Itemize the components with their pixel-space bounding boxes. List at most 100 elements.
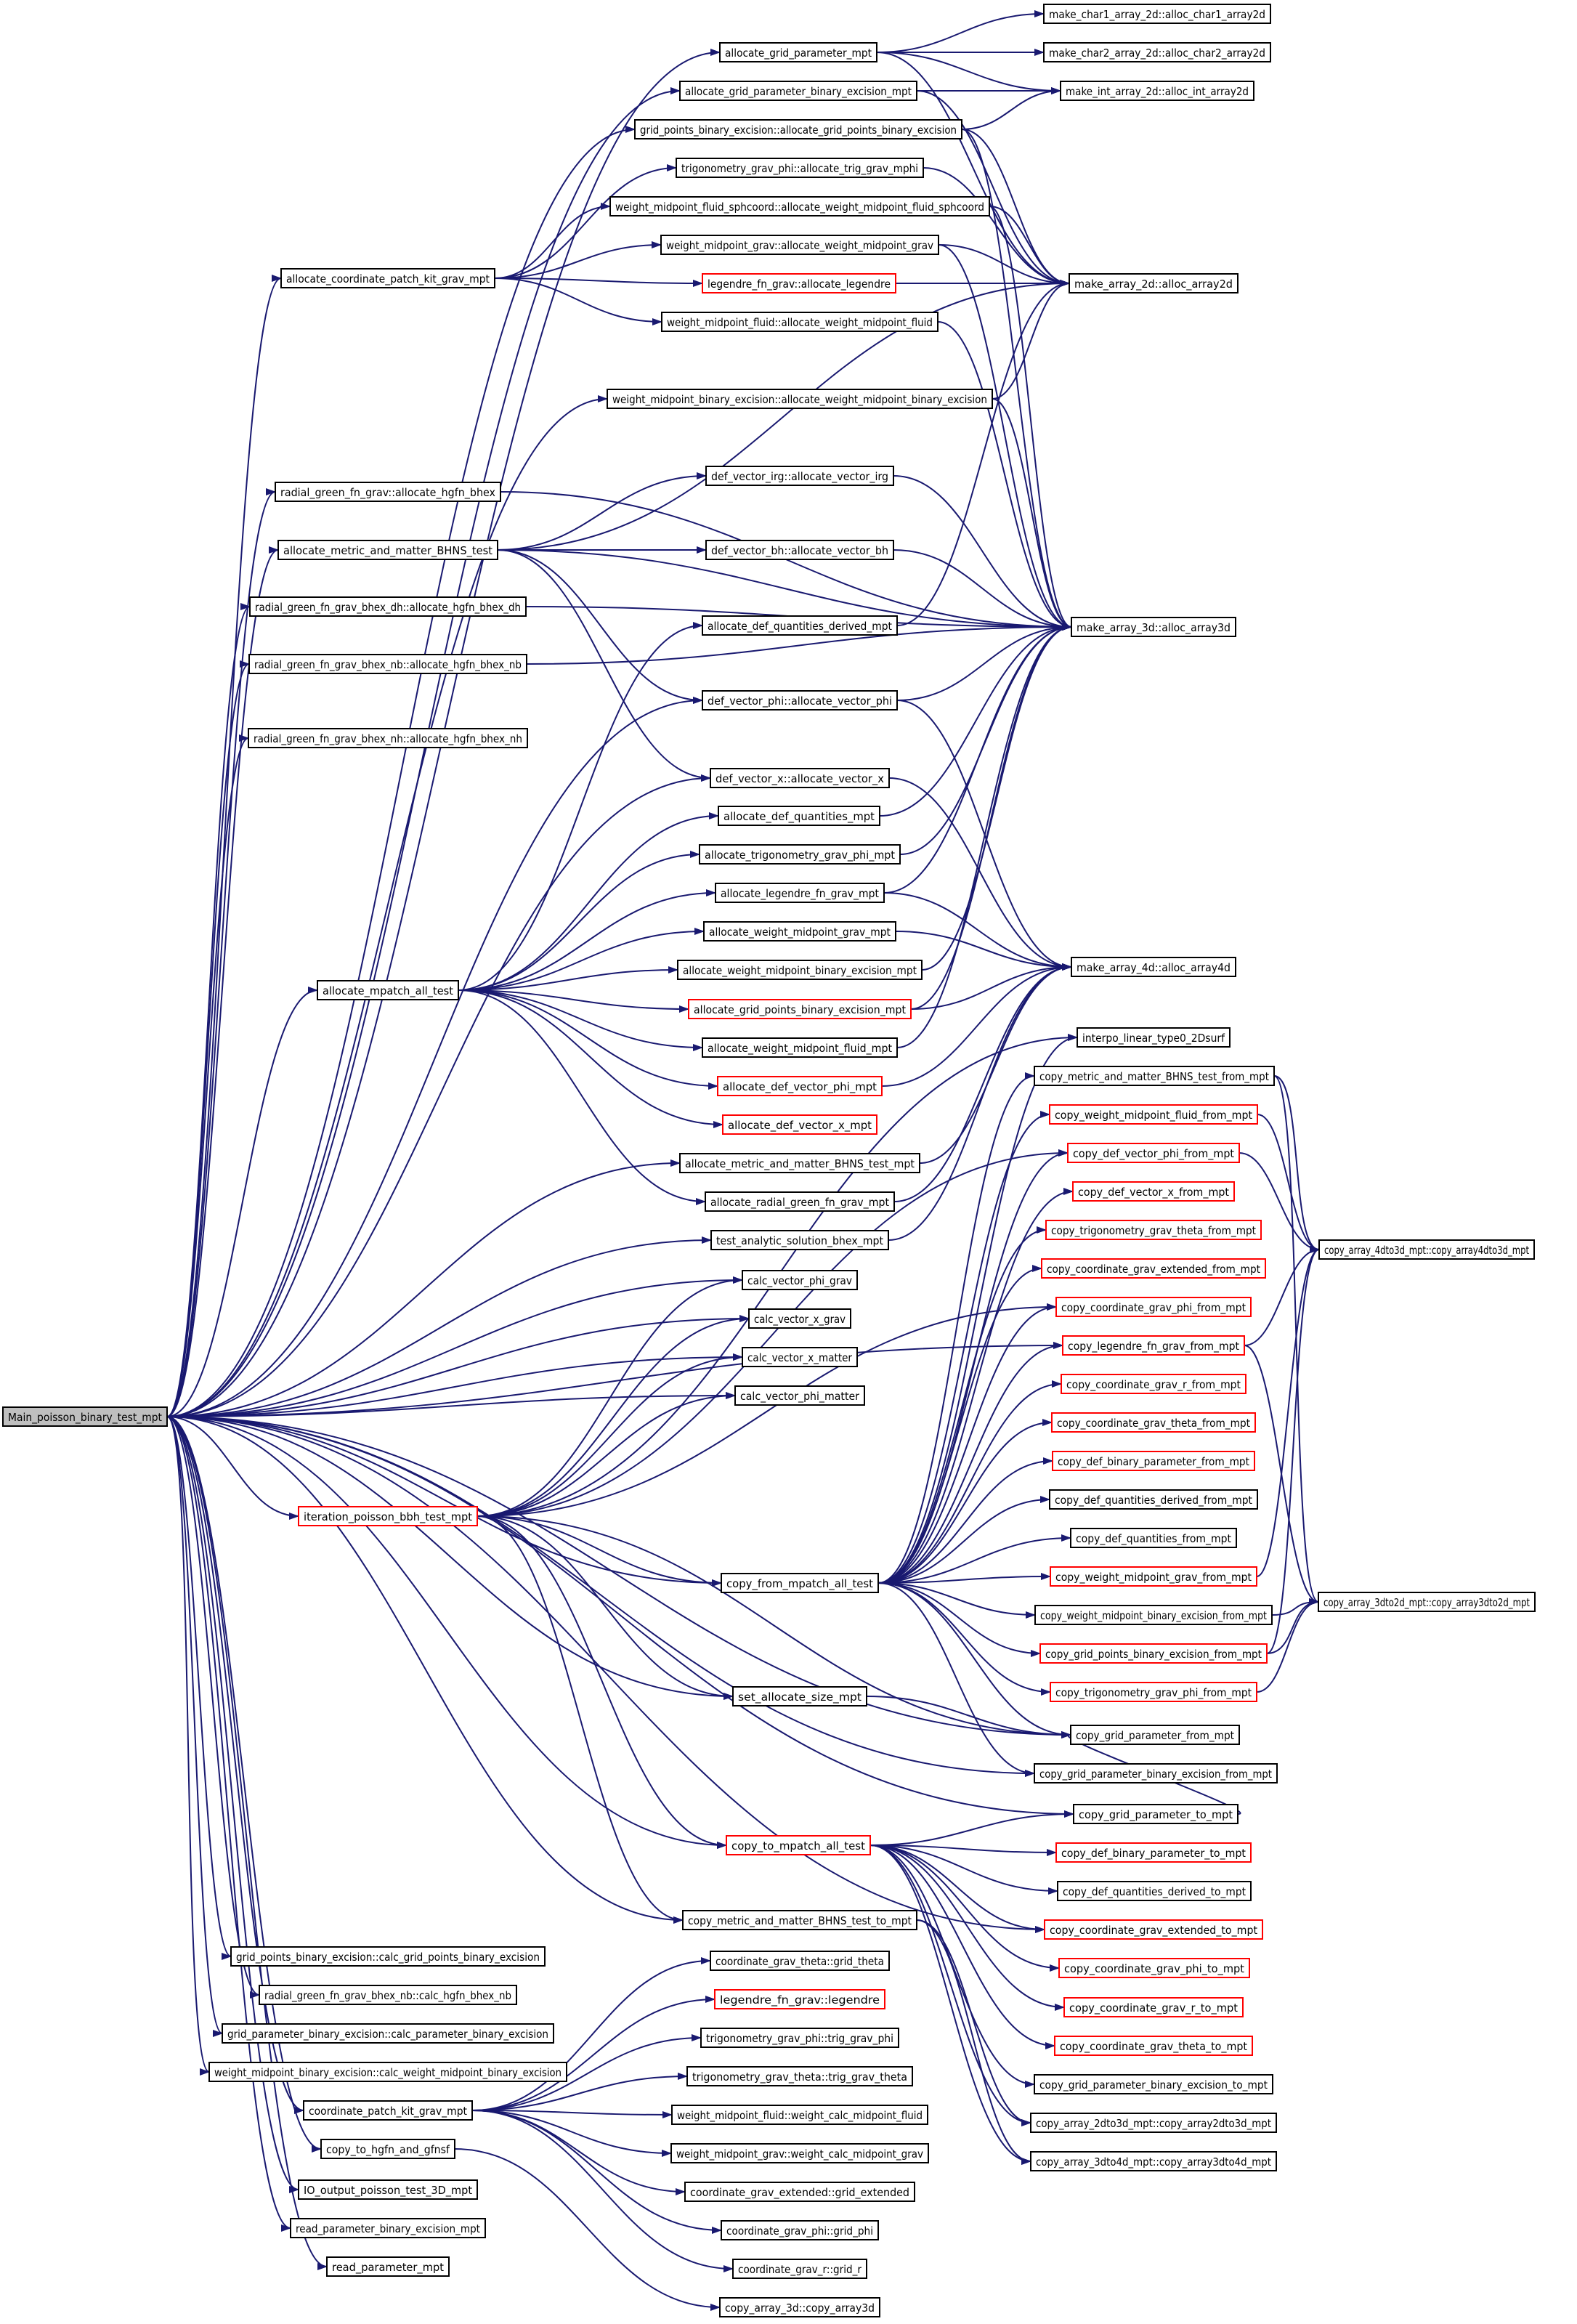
node-read-parameter-binary-excision-mpt[interactable]: read_parameter_binary_excision_mpt [290,2218,486,2238]
node-make-char2-array-2d-alloc-char2-array2d[interactable]: make_char2_array_2d::alloc_char2_array2d [1043,42,1271,62]
node-copy-array-3d-copy-array3d[interactable]: copy_array_3d::copy_array3d [719,2297,880,2317]
node-def-vector-x-allocate-vector-x[interactable]: def_vector_x::allocate_vector_x [710,768,890,788]
node-copy-to-mpatch-all-test[interactable]: copy_to_mpatch_all_test [726,1835,871,1855]
node-allocate-def-vector-x-mpt[interactable]: allocate_def_vector_x_mpt [722,1114,877,1135]
node-radial-green-fn-grav-bhex-nb-allocate-hgfn-bhex-nb[interactable]: radial_green_fn_grav_bhex_nb::allocate_h… [248,654,527,674]
node-copy-weight-midpoint-fluid-from-mpt[interactable]: copy_weight_midpoint_fluid_from_mpt [1049,1104,1258,1125]
node-make-int-array-2d-alloc-int-array2d[interactable]: make_int_array_2d::alloc_int_array2d [1060,81,1254,101]
node-copy-def-binary-parameter-from-mpt[interactable]: copy_def_binary_parameter_from_mpt [1052,1451,1255,1471]
node-weight-midpoint-grav-allocate-weight-midpoint-grav[interactable]: weight_midpoint_grav::allocate_weight_mi… [660,235,939,255]
node-coordinate-grav-phi-grid-phi[interactable]: coordinate_grav_phi::grid_phi [721,2220,879,2240]
node-allocate-weight-midpoint-fluid-mpt[interactable]: allocate_weight_midpoint_fluid_mpt [702,1037,898,1058]
node-copy-def-quantities-derived-from-mpt[interactable]: copy_def_quantities_derived_from_mpt [1049,1489,1258,1510]
node-radial-green-fn-grav-allocate-hgfn-bhex[interactable]: radial_green_fn_grav::allocate_hgfn_bhex [275,482,501,502]
node-copy-grid-parameter-from-mpt[interactable]: copy_grid_parameter_from_mpt [1070,1725,1240,1745]
node-copy-metric-and-matter-bhns-test-to-mpt[interactable]: copy_metric_and_matter_BHNS_test_to_mpt [682,1910,917,1930]
node-iteration-poisson-bbh-test-mpt[interactable]: iteration_poisson_bbh_test_mpt [298,1506,478,1526]
node-coordinate-grav-r-grid-r[interactable]: coordinate_grav_r::grid_r [732,2259,867,2279]
node-allocate-metric-and-matter-bhns-test[interactable]: allocate_metric_and_matter_BHNS_test [277,540,498,560]
node-calc-vector-x-matter[interactable]: calc_vector_x_matter [742,1347,858,1367]
node-trigonometry-grav-phi-trig-grav-phi[interactable]: trigonometry_grav_phi::trig_grav_phi [700,2028,899,2048]
node-copy-array-4dto3d-mpt-copy-array4dto3d-mpt[interactable]: copy_array_4dto3d_mpt::copy_array4dto3d_… [1318,1239,1535,1260]
node-calc-vector-x-grav[interactable]: calc_vector_x_grav [748,1308,851,1329]
node-make-array-2d-alloc-array2d[interactable]: make_array_2d::alloc_array2d [1069,273,1239,293]
node-interpo-linear-type0-2dsurf[interactable]: interpo_linear_type0_2Dsurf [1077,1027,1231,1048]
node-coordinate-patch-kit-grav-mpt[interactable]: coordinate_patch_kit_grav_mpt [303,2100,473,2121]
node-coordinate-grav-theta-grid-theta[interactable]: coordinate_grav_theta::grid_theta [710,1951,890,1971]
node-weight-midpoint-binary-excision-allocate-weight-midpoint-binary-excision[interactable]: weight_midpoint_binary_excision::allocat… [607,389,993,409]
node-copy-def-binary-parameter-to-mpt[interactable]: copy_def_binary_parameter_to_mpt [1055,1842,1252,1863]
node-copy-coordinate-grav-r-from-mpt[interactable]: copy_coordinate_grav_r_from_mpt [1061,1374,1246,1394]
node-copy-trigonometry-grav-phi-from-mpt[interactable]: copy_trigonometry_grav_phi_from_mpt [1050,1682,1257,1702]
node-test-analytic-solution-bhex-mpt[interactable]: test_analytic_solution_bhex_mpt [710,1230,889,1250]
node-weight-midpoint-binary-excision-calc-weight-midpoint-binary-excision[interactable]: weight_midpoint_binary_excision::calc_we… [208,2062,567,2082]
node-copy-grid-parameter-binary-excision-to-mpt[interactable]: copy_grid_parameter_binary_excision_to_m… [1034,2074,1273,2094]
node-copy-to-hgfn-and-gfnsf[interactable]: copy_to_hgfn_and_gfnsf [320,2139,455,2159]
node-def-vector-irg-allocate-vector-irg[interactable]: def_vector_irg::allocate_vector_irg [705,466,894,486]
node-copy-grid-parameter-to-mpt[interactable]: copy_grid_parameter_to_mpt [1073,1804,1239,1824]
node-legendre-fn-grav-legendre[interactable]: legendre_fn_grav::legendre [714,1989,885,2009]
node-copy-metric-and-matter-bhns-test-from-mpt[interactable]: copy_metric_and_matter_BHNS_test_from_mp… [1034,1066,1275,1086]
node-allocate-def-quantities-mpt[interactable]: allocate_def_quantities_mpt [718,806,880,826]
node-copy-def-quantities-derived-to-mpt[interactable]: copy_def_quantities_derived_to_mpt [1057,1881,1252,1901]
node-copy-coordinate-grav-phi-to-mpt[interactable]: copy_coordinate_grav_phi_to_mpt [1058,1958,1250,1978]
node-copy-array-3dto2d-mpt-copy-array3dto2d-mpt[interactable]: copy_array_3dto2d_mpt::copy_array3dto2d_… [1318,1592,1536,1612]
node-calc-vector-phi-grav[interactable]: calc_vector_phi_grav [742,1270,858,1290]
node-copy-from-mpatch-all-test[interactable]: copy_from_mpatch_all_test [721,1573,879,1593]
node-copy-grid-points-binary-excision-from-mpt[interactable]: copy_grid_points_binary_excision_from_mp… [1039,1643,1268,1664]
node-allocate-grid-parameter-binary-excision-mpt[interactable]: allocate_grid_parameter_binary_excision_… [679,81,917,101]
node-radial-green-fn-grav-bhex-nh-allocate-hgfn-bhex-nh[interactable]: radial_green_fn_grav_bhex_nh::allocate_h… [248,728,528,748]
node-grid-points-binary-excision-allocate-grid-points-binary-excision[interactable]: grid_points_binary_excision::allocate_gr… [634,119,962,139]
node-make-array-4d-alloc-array4d[interactable]: make_array_4d::alloc_array4d [1071,957,1236,977]
node-copy-legendre-fn-grav-from-mpt[interactable]: copy_legendre_fn_grav_from_mpt [1062,1335,1245,1356]
node-allocate-metric-and-matter-bhns-test-mpt[interactable]: allocate_metric_and_matter_BHNS_test_mpt [679,1153,920,1173]
node-copy-array-2dto3d-mpt-copy-array2dto3d-mpt[interactable]: copy_array_2dto3d_mpt::copy_array2dto3d_… [1030,2113,1277,2133]
node-radial-green-fn-grav-bhex-dh-allocate-hgfn-bhex-dh[interactable]: radial_green_fn_grav_bhex_dh::allocate_h… [249,596,527,617]
node-legendre-fn-grav-allocate-legendre[interactable]: legendre_fn_grav::allocate_legendre [702,273,896,293]
node-calc-vector-phi-matter[interactable]: calc_vector_phi_matter [734,1385,865,1406]
node-allocate-def-quantities-derived-mpt[interactable]: allocate_def_quantities_derived_mpt [702,615,898,636]
node-copy-coordinate-grav-phi-from-mpt[interactable]: copy_coordinate_grav_phi_from_mpt [1055,1297,1252,1317]
node-copy-coordinate-grav-extended-from-mpt[interactable]: copy_coordinate_grav_extended_from_mpt [1041,1258,1266,1279]
node-copy-def-vector-x-from-mpt[interactable]: copy_def_vector_x_from_mpt [1072,1181,1235,1202]
node-copy-coordinate-grav-theta-to-mpt[interactable]: copy_coordinate_grav_theta_to_mpt [1054,2036,1253,2056]
node-coordinate-grav-extended-grid-extended[interactable]: coordinate_grav_extended::grid_extended [684,2182,915,2202]
node-weight-midpoint-fluid-sphcoord-allocate-weight-midpoint-fluid-sphcoord[interactable]: weight_midpoint_fluid_sphcoord::allocate… [609,196,990,216]
node-trigonometry-grav-theta-trig-grav-theta[interactable]: trigonometry_grav_theta::trig_grav_theta [686,2066,913,2086]
node-def-vector-phi-allocate-vector-phi[interactable]: def_vector_phi::allocate_vector_phi [702,690,898,710]
node-radial-green-fn-grav-bhex-nb-calc-hgfn-bhex-nb[interactable]: radial_green_fn_grav_bhex_nb::calc_hgfn_… [259,1985,517,2005]
node-io-output-poisson-test-3d-mpt[interactable]: IO_output_poisson_test_3D_mpt [298,2179,478,2200]
node-copy-coordinate-grav-extended-to-mpt[interactable]: copy_coordinate_grav_extended_to_mpt [1044,1919,1263,1940]
node-allocate-weight-midpoint-grav-mpt[interactable]: allocate_weight_midpoint_grav_mpt [703,921,896,942]
node-trigonometry-grav-phi-allocate-trig-grav-mphi[interactable]: trigonometry_grav_phi::allocate_trig_gra… [676,158,924,178]
node-make-char1-array-2d-alloc-char1-array2d[interactable]: make_char1_array_2d::alloc_char1_array2d [1043,4,1271,24]
node-allocate-grid-parameter-mpt[interactable]: allocate_grid_parameter_mpt [719,42,877,62]
node-allocate-legendre-fn-grav-mpt[interactable]: allocate_legendre_fn_grav_mpt [715,883,885,903]
node-allocate-trigonometry-grav-phi-mpt[interactable]: allocate_trigonometry_grav_phi_mpt [699,844,901,865]
node-copy-grid-parameter-binary-excision-from-mpt[interactable]: copy_grid_parameter_binary_excision_from… [1034,1763,1278,1784]
node-grid-points-binary-excision-calc-grid-points-binary-excision[interactable]: grid_points_binary_excision::calc_grid_p… [230,1946,546,1967]
node-copy-coordinate-grav-r-to-mpt[interactable]: copy_coordinate_grav_r_to_mpt [1063,1997,1244,2017]
node-set-allocate-size-mpt[interactable]: set_allocate_size_mpt [732,1686,867,1706]
node-allocate-grid-points-binary-excision-mpt[interactable]: allocate_grid_points_binary_excision_mpt [688,999,912,1019]
node-allocate-mpatch-all-test[interactable]: allocate_mpatch_all_test [317,980,459,1000]
node-weight-midpoint-grav-weight-calc-midpoint-grav[interactable]: weight_midpoint_grav::weight_calc_midpoi… [670,2143,929,2163]
node-allocate-coordinate-patch-kit-grav-mpt[interactable]: allocate_coordinate_patch_kit_grav_mpt [280,268,495,288]
node-def-vector-bh-allocate-vector-bh[interactable]: def_vector_bh::allocate_vector_bh [705,540,894,560]
node-copy-trigonometry-grav-theta-from-mpt[interactable]: copy_trigonometry_grav_theta_from_mpt [1045,1220,1262,1240]
node-copy-array-3dto4d-mpt-copy-array3dto4d-mpt[interactable]: copy_array_3dto4d_mpt::copy_array3dto4d_… [1030,2151,1277,2171]
node-copy-def-vector-phi-from-mpt[interactable]: copy_def_vector_phi_from_mpt [1067,1143,1240,1163]
node-copy-def-quantities-from-mpt[interactable]: copy_def_quantities_from_mpt [1070,1528,1237,1548]
node-copy-weight-midpoint-binary-excision-from-mpt[interactable]: copy_weight_midpoint_binary_excision_fro… [1034,1605,1273,1625]
node-allocate-radial-green-fn-grav-mpt[interactable]: allocate_radial_green_fn_grav_mpt [705,1191,895,1212]
node-grid-parameter-binary-excision-calc-parameter-binary-excision[interactable]: grid_parameter_binary_excision::calc_par… [222,2023,554,2044]
node-weight-midpoint-fluid-weight-calc-midpoint-fluid[interactable]: weight_midpoint_fluid::weight_calc_midpo… [671,2105,928,2125]
node-copy-weight-midpoint-grav-from-mpt[interactable]: copy_weight_midpoint_grav_from_mpt [1050,1566,1257,1587]
node-allocate-def-vector-phi-mpt[interactable]: allocate_def_vector_phi_mpt [717,1076,883,1096]
node-weight-midpoint-fluid-allocate-weight-midpoint-fluid[interactable]: weight_midpoint_fluid::allocate_weight_m… [661,312,939,332]
node-make-array-3d-alloc-array3d[interactable]: make_array_3d::alloc_array3d [1071,617,1236,637]
node-main-poisson-binary-test-mpt[interactable]: Main_poisson_binary_test_mpt [2,1406,168,1427]
node-copy-coordinate-grav-theta-from-mpt[interactable]: copy_coordinate_grav_theta_from_mpt [1051,1412,1256,1433]
node-read-parameter-mpt[interactable]: read_parameter_mpt [326,2256,450,2277]
node-allocate-weight-midpoint-binary-excision-mpt[interactable]: allocate_weight_midpoint_binary_excision… [677,960,923,980]
